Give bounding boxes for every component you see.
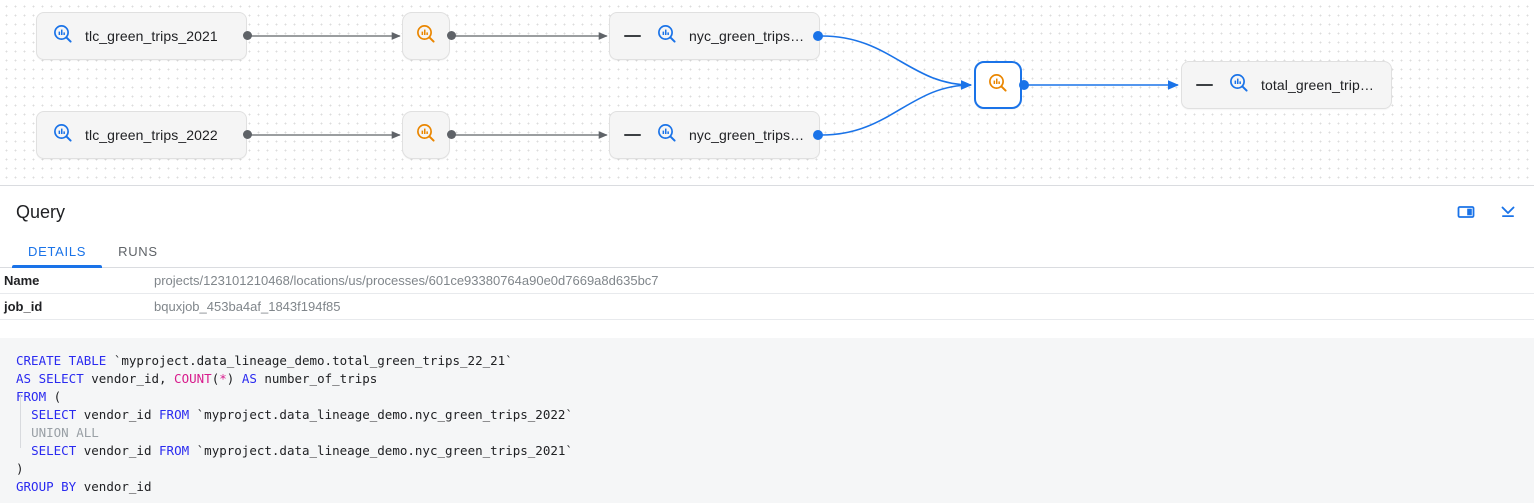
sql-text: vendor_id (76, 479, 152, 494)
lineage-node-nyc-green-trips-2021[interactable]: nyc_green_trips… (609, 12, 820, 60)
bigquery-table-icon (655, 121, 679, 150)
sql-text: vendor_id (76, 407, 160, 422)
collapse-panel-icon[interactable] (1494, 198, 1522, 226)
node-output-port[interactable] (243, 130, 252, 139)
sql-keyword: FROM (16, 389, 47, 404)
tab-details[interactable]: DETAILS (12, 244, 103, 268)
panel-tabs: DETAILS RUNS (0, 238, 1534, 268)
node-output-port[interactable] (813, 130, 823, 140)
bigquery-process-icon (414, 121, 438, 150)
sql-keyword: GROUP BY (16, 479, 77, 494)
sql-text: ) (16, 461, 24, 476)
detail-key: Name (4, 273, 40, 288)
detail-value: bquxjob_453ba4af_1843f194f85 (154, 299, 341, 314)
bigquery-table-icon (51, 121, 75, 150)
lineage-node-total-green-trips[interactable]: total_green_trip… (1181, 61, 1392, 109)
details-table: Name projects/123101210468/locations/us/… (0, 268, 1534, 320)
sql-text: `myproject.data_lineage_demo.nyc_green_t… (189, 443, 573, 458)
bigquery-table-icon (51, 22, 75, 51)
panel-divider (0, 185, 1534, 186)
sql-keyword: SELECT (31, 407, 77, 422)
node-output-port[interactable] (813, 31, 823, 41)
panel-header-actions (1452, 186, 1522, 238)
lineage-edges (248, 32, 1179, 139)
bigquery-table-icon (655, 22, 679, 51)
sql-keyword: FROM (159, 443, 190, 458)
node-output-port[interactable] (447, 31, 456, 40)
node-output-port[interactable] (1019, 80, 1029, 90)
bigquery-process-icon (414, 22, 438, 51)
lineage-node-label: nyc_green_trips… (689, 127, 805, 143)
sql-text: vendor_id (76, 443, 160, 458)
lineage-node-nyc-green-trips-2022[interactable]: nyc_green_trips… (609, 111, 820, 159)
sql-keyword: SELECT (31, 443, 77, 458)
detail-value: projects/123101210468/locations/us/proce… (154, 273, 659, 288)
lineage-node-process-1[interactable] (402, 12, 450, 60)
bigquery-table-icon (1227, 71, 1251, 100)
lineage-graph-canvas[interactable]: tlc_green_trips_2021 (0, 0, 1534, 186)
sql-operator: * (219, 371, 227, 386)
sql-text: `myproject.data_lineage_demo.nyc_green_t… (189, 407, 573, 422)
lineage-node-label: tlc_green_trips_2022 (85, 127, 218, 143)
lineage-node-process-2[interactable] (402, 111, 450, 159)
table-row: job_id bquxjob_453ba4af_1843f194f85 (0, 294, 1534, 320)
sql-text: number_of_trips (256, 371, 378, 386)
panel-header: Query (0, 186, 1534, 238)
detail-key: job_id (4, 299, 43, 314)
sql-function: COUNT (174, 371, 212, 386)
collapse-dash-icon[interactable] (624, 134, 641, 136)
lineage-node-tlc-green-trips-2022[interactable]: tlc_green_trips_2022 (36, 111, 247, 159)
panel-title: Query (16, 201, 66, 222)
sql-code-block[interactable]: CREATE TABLE `myproject.data_lineage_dem… (0, 338, 1534, 503)
sql-keyword: AS SELECT (16, 371, 84, 386)
tab-runs[interactable]: RUNS (118, 244, 158, 259)
query-details-panel: Query DETAILS RUNS (0, 186, 1534, 503)
table-row: Name projects/123101210468/locations/us/… (0, 268, 1534, 294)
lineage-node-label: tlc_green_trips_2021 (85, 28, 218, 44)
sql-keyword: CREATE TABLE (16, 353, 107, 368)
indent-guide (20, 394, 21, 448)
collapse-dash-icon[interactable] (1196, 84, 1213, 86)
lineage-node-process-3-selected[interactable] (974, 61, 1022, 109)
lineage-node-label: nyc_green_trips… (689, 28, 805, 44)
split-panel-icon[interactable] (1452, 198, 1480, 226)
sql-keyword: FROM (159, 407, 190, 422)
sql-text: `myproject.data_lineage_demo.total_green… (106, 353, 513, 368)
node-output-port[interactable] (447, 130, 456, 139)
sql-text: vendor_id, (83, 371, 175, 386)
collapse-dash-icon[interactable] (624, 35, 641, 37)
sql-keyword-union: UNION ALL (31, 425, 99, 440)
sql-code-text: CREATE TABLE `myproject.data_lineage_dem… (0, 352, 1534, 496)
lineage-node-tlc-green-trips-2021[interactable]: tlc_green_trips_2021 (36, 12, 247, 60)
node-output-port[interactable] (243, 31, 252, 40)
lineage-node-label: total_green_trip… (1261, 77, 1374, 93)
sql-text: ( (46, 389, 62, 404)
sql-text: ( (211, 371, 220, 386)
sql-text: ) (226, 371, 242, 386)
bigquery-process-icon (986, 71, 1010, 100)
sql-keyword: AS (241, 371, 257, 386)
